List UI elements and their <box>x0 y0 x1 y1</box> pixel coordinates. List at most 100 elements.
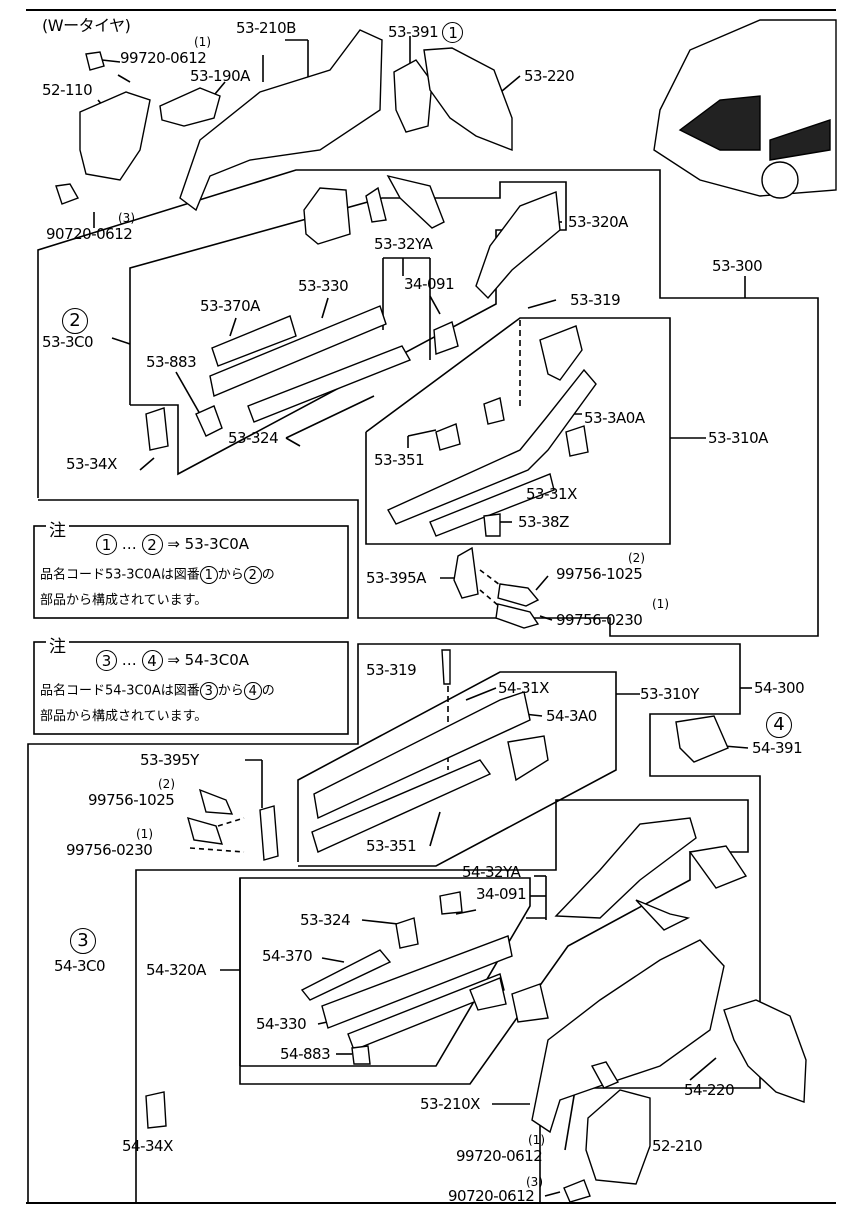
part-53-34x <box>145 407 169 451</box>
qty-99756-1025-a: (2) <box>628 551 645 565</box>
label-53-395a: 53-395A <box>366 569 426 587</box>
label-54-31x: 54-31X <box>498 679 549 697</box>
label-53-370a: 53-370A <box>200 297 260 315</box>
part-54-32ya <box>554 817 697 919</box>
label-53-31x: 53-31X <box>526 485 577 503</box>
circle-marker-3: 3 <box>70 928 96 954</box>
label-53-38z: 53-38Z <box>518 513 569 531</box>
group-53-310y-outline <box>297 671 617 867</box>
part-53-310a-rail <box>429 473 555 537</box>
part-34-091-b <box>439 891 463 915</box>
label-54-300: 54-300 <box>754 679 805 697</box>
label-54-391: 54-391 <box>752 739 803 757</box>
note-2-line-1-a: 品名コード54-3C0Aは図番 <box>40 683 200 699</box>
part-53-324 <box>247 345 412 423</box>
group-53-3c0-outline <box>37 169 819 637</box>
label-99720-0612-b: 99720-0612 <box>456 1147 543 1165</box>
label-54-3a0: 54-3A0 <box>546 707 597 725</box>
part-53-324-b <box>395 917 419 949</box>
label-53-210b: 53-210B <box>236 19 296 37</box>
part-53-3a0a <box>539 325 583 381</box>
part-99756-0230-a <box>495 603 540 629</box>
part-54-883 <box>351 1045 371 1065</box>
qty-90720-0612-a: (3) <box>118 211 135 225</box>
qty-90720-0612-b: (3) <box>526 1175 543 1189</box>
note-1-circle-2: 2 <box>141 534 163 555</box>
label-53-391: 53-391 1 <box>388 22 464 43</box>
label-54-32ya: 54-32YA <box>462 863 521 881</box>
circle-marker-1: 1 <box>442 22 464 43</box>
label-99756-1025-a: 99756-1025 <box>556 565 643 583</box>
part-54-34x <box>145 1091 167 1129</box>
note-2-line-1-b: から <box>217 683 244 699</box>
label-99756-0230-b: 99756-0230 <box>66 841 153 859</box>
label-53-300: 53-300 <box>712 257 763 275</box>
circle-marker-2: 2 <box>62 308 88 334</box>
label-54-3c0: 54-3C0 <box>54 957 106 975</box>
label-53-210x: 53-210X <box>420 1095 480 1113</box>
group-53-310a-outline <box>365 317 671 545</box>
part-53-310a-bracket <box>483 397 505 425</box>
part-53-3c0-bracket-b <box>365 186 387 223</box>
note-2-mapping: 3 … 4 ⇒ 54-3C0A <box>96 650 249 671</box>
label-53-319-a: 53-319 <box>570 291 621 309</box>
note-2-line-circle-3: 3 <box>199 682 218 700</box>
qty-99756-0230-b: (1) <box>136 827 153 841</box>
label-53-351-b: 53-351 <box>366 837 417 855</box>
label-54-330: 54-330 <box>256 1015 307 1033</box>
circle-marker-4: 4 <box>766 712 792 738</box>
part-53-330 <box>209 305 387 397</box>
part-99756-1025-b <box>198 788 234 815</box>
part-53-883 <box>195 405 223 437</box>
part-34-091 <box>433 321 459 355</box>
part-53-310y-rail-b <box>311 759 492 853</box>
part-53-220 <box>423 47 513 152</box>
part-54-320a-rail <box>347 973 505 1051</box>
part-99720-0612-b <box>590 1061 620 1089</box>
qty-99756-0230-a: (1) <box>652 597 669 611</box>
label-99756-0230-a: 99756-0230 <box>556 611 643 629</box>
label-53-395y: 53-395Y <box>140 751 199 769</box>
label-54-883: 54-883 <box>280 1045 331 1063</box>
label-99756-1025-b: 99756-1025 <box>88 791 175 809</box>
label-53-324-a: 53-324 <box>228 429 279 447</box>
label-54-34x: 54-34X <box>122 1137 173 1155</box>
group-54-320a-inner <box>239 877 531 1067</box>
part-53-370a <box>211 315 297 367</box>
label-53-883: 53-883 <box>146 353 197 371</box>
note-1-line-circle-1: 1 <box>199 566 218 584</box>
label-53-320a: 53-320A <box>568 213 628 231</box>
part-53-395y <box>259 805 279 861</box>
label-34-091-b: 34-091 <box>476 885 527 903</box>
part-53-310y-rail-a <box>313 691 531 820</box>
note-box-1 <box>33 525 349 619</box>
part-54-32ya-small <box>635 899 691 931</box>
label-53-324-b: 53-324 <box>300 911 351 929</box>
label-54-320a: 54-320A <box>146 961 206 979</box>
group-54-3c0-outline <box>27 643 761 1204</box>
marker-2-wrap: 2 <box>62 308 88 334</box>
label-34-091-a: 34-091 <box>404 275 455 293</box>
note-2-line-circle-4: 4 <box>243 682 262 700</box>
part-54-3a0 <box>507 735 549 782</box>
label-53-34x: 53-34X <box>66 455 117 473</box>
part-53-190a <box>159 87 221 127</box>
part-53-3c0-bracket-a <box>303 187 351 245</box>
note-2-heading: 注 <box>46 632 69 657</box>
label-53-32ya: 53-32YA <box>374 235 433 253</box>
part-54-320a-bracket-b <box>511 983 549 1023</box>
note-1-line-1-a: 品名コード53-3C0Aは図番 <box>40 567 200 583</box>
part-53-31x <box>387 368 597 525</box>
part-99720-0612-a <box>85 51 105 71</box>
note-2-circle-3: 3 <box>96 650 117 671</box>
part-54-391 <box>675 715 729 763</box>
note-2-circle-4: 4 <box>141 650 163 671</box>
part-sketches <box>55 19 837 1203</box>
label-54-220: 54-220 <box>684 1081 735 1099</box>
part-52-210 <box>585 1089 651 1185</box>
part-53-320a <box>475 191 561 300</box>
note-2-arrow-target: ⇒ 54-3C0A <box>167 651 250 669</box>
